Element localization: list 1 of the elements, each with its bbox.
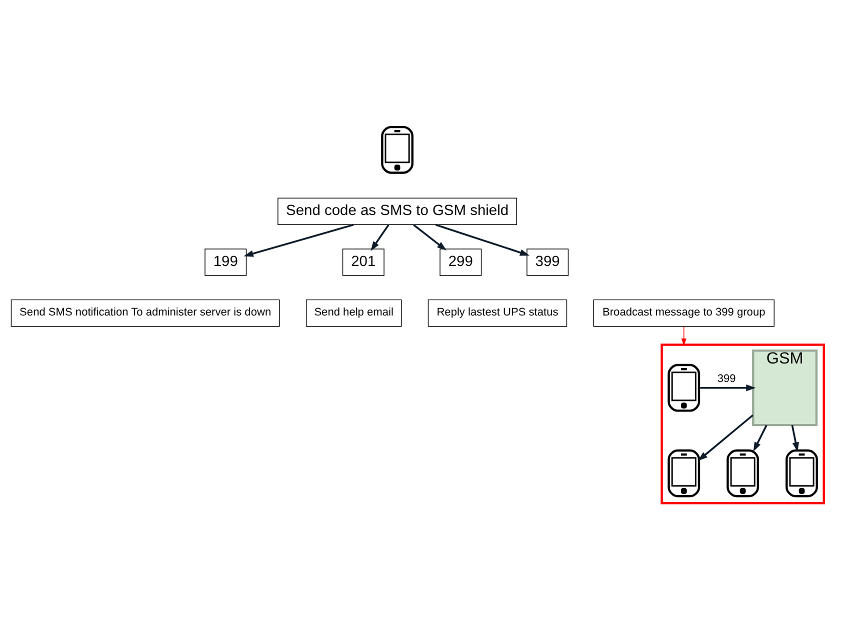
edge-label: 399 [717, 372, 736, 384]
